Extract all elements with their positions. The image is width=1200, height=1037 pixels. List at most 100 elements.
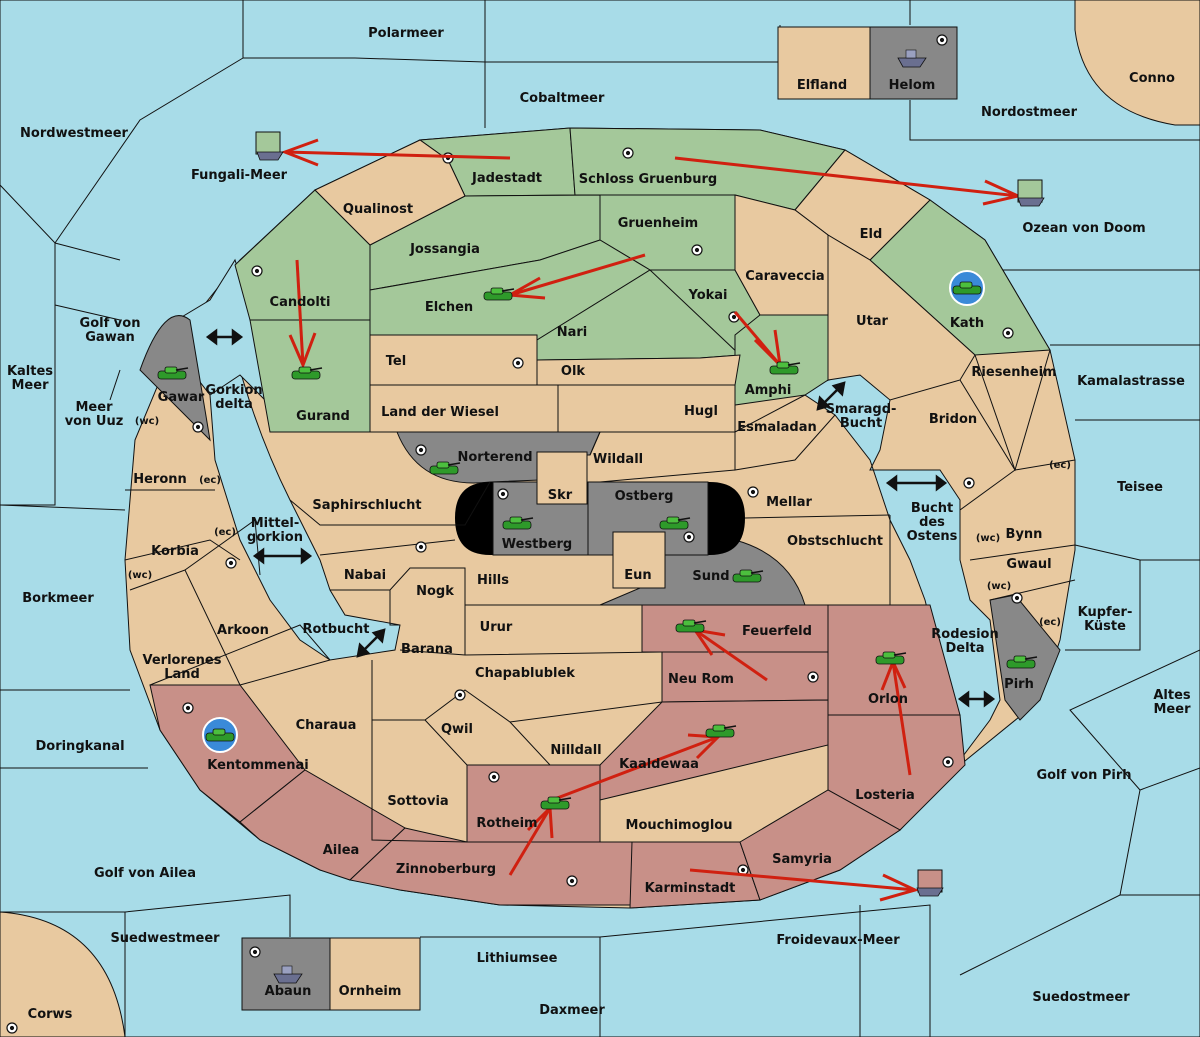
region-olk[interactable] <box>536 354 741 386</box>
army-unit-icon[interactable] <box>291 366 323 380</box>
supply-center-icon <box>807 671 819 683</box>
supply-center-icon <box>747 486 759 498</box>
label-rotbucht: Rotbucht <box>303 622 370 637</box>
region-samyria[interactable] <box>739 789 901 901</box>
label-hills: Hills <box>477 573 509 588</box>
army-unit-icon[interactable] <box>1006 655 1038 669</box>
region-skr[interactable] <box>536 451 588 505</box>
label-helom: Helom <box>889 78 936 93</box>
label-mellar: Mellar <box>766 495 812 510</box>
region-zinnoberburg[interactable] <box>348 827 633 906</box>
region-utar[interactable] <box>827 234 976 401</box>
label-wildall: Wildall <box>593 452 643 467</box>
region-corws[interactable] <box>0 911 126 1037</box>
label-smaragd-bucht: Smaragd-Bucht <box>826 402 897 431</box>
label-samyria: Samyria <box>772 852 832 867</box>
coast-tag: (ec) <box>199 475 221 486</box>
army-unit-icon[interactable] <box>502 516 534 530</box>
label-kamalastrasse: Kamalastrasse <box>1077 374 1185 389</box>
army-unit-icon[interactable] <box>659 516 691 530</box>
label-nilldall: Nilldall <box>550 743 601 758</box>
supply-center-icon <box>1002 327 1014 339</box>
label-hugl: Hugl <box>684 404 718 419</box>
order-arrow <box>891 661 912 776</box>
label-candolti: Candolti <box>270 295 331 310</box>
coast-tag: (ec) <box>214 527 236 538</box>
label-riesenheim: Riesenheim <box>971 365 1056 380</box>
label-losteria: Losteria <box>855 788 915 803</box>
supply-center-icon <box>512 357 524 369</box>
supply-center-icon <box>691 244 703 256</box>
army-unit-icon[interactable] <box>705 724 737 738</box>
label-daxmeer: Daxmeer <box>539 1003 605 1018</box>
label-gawar: Gawar <box>158 390 205 405</box>
army-unit-icon[interactable] <box>483 287 515 301</box>
supply-center-icon <box>497 488 509 500</box>
label-rotheim: Rotheim <box>476 816 537 831</box>
coast-tag: (wc) <box>987 581 1011 592</box>
label-feuerfeld: Feuerfeld <box>742 624 812 639</box>
label-nordwestmeer: Nordwestmeer <box>20 126 128 141</box>
label-gruenheim: Gruenheim <box>618 216 698 231</box>
label-gurand: Gurand <box>296 409 350 424</box>
supply-center-icon <box>442 152 454 164</box>
label-qwil: Qwil <box>441 722 473 737</box>
label-heronn: Heronn <box>133 472 187 487</box>
supply-center-icon <box>249 946 261 958</box>
fleet-unit-icon[interactable] <box>916 869 944 897</box>
label-cobaltmeer: Cobaltmeer <box>520 91 605 106</box>
coast-tag: (wc) <box>976 533 1000 544</box>
coast-tag: (wc) <box>128 570 152 581</box>
army-unit-icon[interactable] <box>429 461 461 475</box>
army-unit-icon[interactable] <box>157 366 189 380</box>
army-unit-icon[interactable] <box>875 651 907 665</box>
army-unit-circled-icon[interactable] <box>202 717 238 753</box>
region-conno[interactable] <box>1074 0 1200 126</box>
region-qualinost[interactable] <box>314 139 466 246</box>
fleet-unit-icon[interactable] <box>897 49 927 68</box>
label-nogk: Nogk <box>416 584 454 599</box>
label-land-der-wiesel: Land der Wiesel <box>381 405 499 420</box>
label-lithiumsee: Lithiumsee <box>477 951 558 966</box>
label-qualinost: Qualinost <box>343 202 413 217</box>
region-candolti[interactable] <box>234 189 371 321</box>
order-arrow <box>295 259 305 366</box>
label-corws: Corws <box>28 1007 73 1022</box>
land-labels: Elfland Helom Jadestadt Schloss Gruenbur… <box>133 78 1056 999</box>
label-eun: Eun <box>624 568 651 583</box>
supply-center-icon <box>251 265 263 277</box>
label-abaun: Abaun <box>265 984 312 999</box>
label-nari: Nari <box>557 325 588 340</box>
army-unit-circled-icon[interactable] <box>949 270 985 306</box>
army-unit-icon[interactable] <box>675 619 707 633</box>
label-zinnoberburg: Zinnoberburg <box>396 862 496 877</box>
fleet-unit-icon[interactable] <box>1017 179 1045 207</box>
label-olk: Olk <box>561 364 586 379</box>
label-karminstadt: Karminstadt <box>645 881 736 896</box>
label-bynn: Bynn <box>1006 527 1043 542</box>
label-saphirschlucht: Saphirschlucht <box>312 498 421 513</box>
label-amphi: Amphi <box>745 383 792 398</box>
army-unit-icon[interactable] <box>732 569 764 583</box>
order-arrow <box>508 807 552 876</box>
label-mittelgorkion: Mittel-gorkion <box>247 516 303 545</box>
label-jadestadt: Jadestadt <box>471 171 542 186</box>
label-ozean-von-doom: Ozean von Doom <box>1022 221 1145 236</box>
label-mouchimoglou: Mouchimoglou <box>626 818 733 833</box>
supply-center-icon <box>454 689 466 701</box>
region-ornheim[interactable] <box>329 937 421 1011</box>
army-unit-icon[interactable] <box>769 361 801 375</box>
label-korbia: Korbia <box>151 544 199 559</box>
label-utar: Utar <box>856 314 889 329</box>
province-borders <box>124 349 1076 843</box>
fleet-unit-icon[interactable] <box>273 965 303 984</box>
label-sund: Sund <box>692 569 729 584</box>
fleet-unit-icon[interactable] <box>255 131 284 161</box>
region-eun[interactable] <box>612 531 666 589</box>
label-bridon: Bridon <box>929 412 977 427</box>
army-unit-icon[interactable] <box>540 796 572 810</box>
